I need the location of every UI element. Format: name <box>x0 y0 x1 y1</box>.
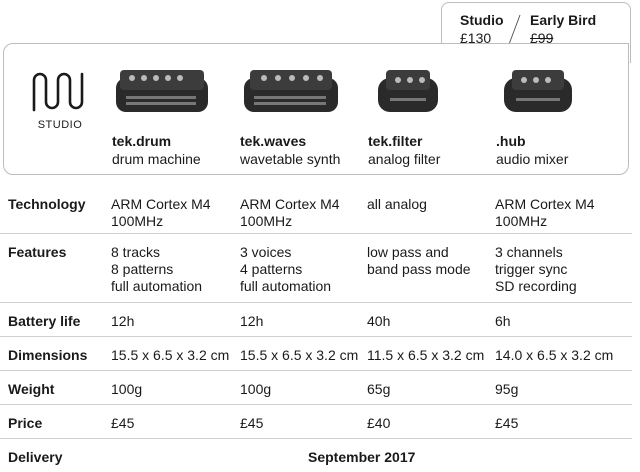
spec-value: 95g <box>495 381 519 397</box>
product-name: tek.drum <box>112 133 172 149</box>
spec-row-delivery: Delivery September 2017 <box>0 439 632 472</box>
spec-value: £40 <box>367 415 391 431</box>
product-name: tek.filter <box>368 133 423 149</box>
spec-row-dimensions: Dimensions 15.5 x 6.5 x 3.2 cm 15.5 x 6.… <box>0 337 632 371</box>
spec-value: 3 voices 4 patterns full automation <box>240 244 332 294</box>
spec-value: all analog <box>367 196 427 212</box>
early-bird-price-name: Early Bird <box>530 12 597 28</box>
spec-value: 12h <box>111 313 135 329</box>
spec-label: Features <box>8 244 67 260</box>
spec-label: Battery life <box>8 313 81 329</box>
spec-value: 14.0 x 6.5 x 3.2 cm <box>495 347 614 363</box>
spec-row-technology: Technology ARM Cortex M4 100MHz ARM Cort… <box>0 186 632 234</box>
spec-value: 100g <box>111 381 143 397</box>
spec-value: 11.5 x 6.5 x 3.2 cm <box>367 347 485 363</box>
product-desc: wavetable synth <box>240 151 341 167</box>
spec-row-price: Price £45 £45 £40 £45 <box>0 405 632 439</box>
spec-value: ARM Cortex M4 100MHz <box>495 196 595 229</box>
product-desc: audio mixer <box>496 151 569 167</box>
spec-value: 40h <box>367 313 391 329</box>
drum-machine-device-icon <box>116 70 208 112</box>
spec-value: 6h <box>495 313 511 329</box>
analog-filter-device-icon <box>378 70 438 112</box>
early-bird-price[interactable]: Early Bird £99 <box>530 11 596 47</box>
product-tek-drum[interactable]: tek.drum drum machine <box>112 44 240 174</box>
spec-value: low pass and band pass mode <box>367 244 471 277</box>
divider-slash-icon <box>507 14 521 48</box>
spec-table: Technology ARM Cortex M4 100MHz ARM Cort… <box>0 186 632 472</box>
spec-label: Weight <box>8 381 55 397</box>
logo-text: STUDIO <box>37 119 83 131</box>
spec-value: £45 <box>111 415 135 431</box>
studio-price[interactable]: Studio £130 <box>460 11 504 47</box>
studio-logo-icon <box>32 72 84 112</box>
early-bird-price-value: £99 <box>530 30 554 46</box>
spec-row-features: Features 8 tracks 8 patterns full automa… <box>0 234 632 303</box>
spec-row-weight: Weight 100g 100g 65g 95g <box>0 371 632 405</box>
spec-value: 3 channels trigger sync SD recording <box>495 244 577 294</box>
spec-value: 8 tracks 8 patterns full automation <box>111 244 203 294</box>
brand-logo: STUDIO <box>30 70 90 131</box>
spec-value: 15.5 x 6.5 x 3.2 cm <box>240 347 359 363</box>
product-tek-waves[interactable]: tek.waves wavetable synth <box>240 44 368 174</box>
spec-label: Dimensions <box>8 347 88 363</box>
spec-value: ARM Cortex M4 100MHz <box>111 196 211 229</box>
product-hub[interactable]: .hub audio mixer <box>496 44 624 174</box>
spec-value: 15.5 x 6.5 x 3.2 cm <box>111 347 230 363</box>
product-name: tek.waves <box>240 133 307 149</box>
spec-value: ARM Cortex M4 100MHz <box>240 196 340 229</box>
spec-value: 100g <box>240 381 272 397</box>
product-desc: drum machine <box>112 151 201 167</box>
product-name: .hub <box>496 133 526 149</box>
product-desc: analog filter <box>368 151 441 167</box>
product-tek-filter[interactable]: tek.filter analog filter <box>368 44 496 174</box>
spec-row-battery: Battery life 12h 12h 40h 6h <box>0 303 632 337</box>
spec-label: Technology <box>8 196 86 212</box>
spec-value: £45 <box>240 415 264 431</box>
studio-price-name: Studio <box>460 12 504 28</box>
spec-label: Price <box>8 415 43 431</box>
spec-value: £45 <box>495 415 519 431</box>
audio-mixer-device-icon <box>504 70 572 112</box>
wavetable-synth-device-icon <box>244 70 338 112</box>
studio-price-value: £130 <box>460 30 492 46</box>
product-panel: STUDIO tek.drum drum machine tek.waves w… <box>3 43 629 175</box>
spec-value: 65g <box>367 381 391 397</box>
spec-value: 12h <box>240 313 264 329</box>
